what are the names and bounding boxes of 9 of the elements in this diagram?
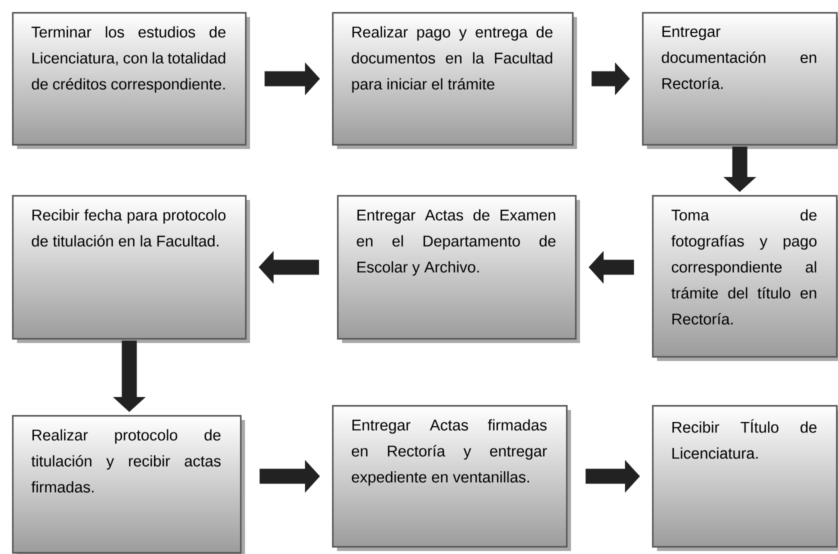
process-box: Entregar documentación en Rectoría. [642, 12, 838, 149]
process-box: Toma de fotografías y pago correspondiente al trámite del título en Rectoría. [652, 195, 838, 361]
process-box: Realizar pago y entrega de documentos en la Facultad para iniciar el trámite [332, 12, 577, 149]
process-box: Entregar Actas de Examen en el Departamento de Escolar y Archivo. [337, 195, 580, 343]
process-box: Recibir TÍtulo de Licenciatura. [652, 405, 838, 551]
process-box: Recibir fecha para protocolo de titulación en la Facultad. [12, 195, 250, 343]
process-box: Entregar Actas firmadas en Rectoría y entregar expediente en ventanillas. [332, 405, 571, 551]
process-box: Terminar los estudios de Licenciatura, con la totalidad de créditos correspondiente. [12, 12, 250, 149]
process-box: Realizar protocolo de titulación y recibir actas firmadas. [12, 415, 245, 554]
